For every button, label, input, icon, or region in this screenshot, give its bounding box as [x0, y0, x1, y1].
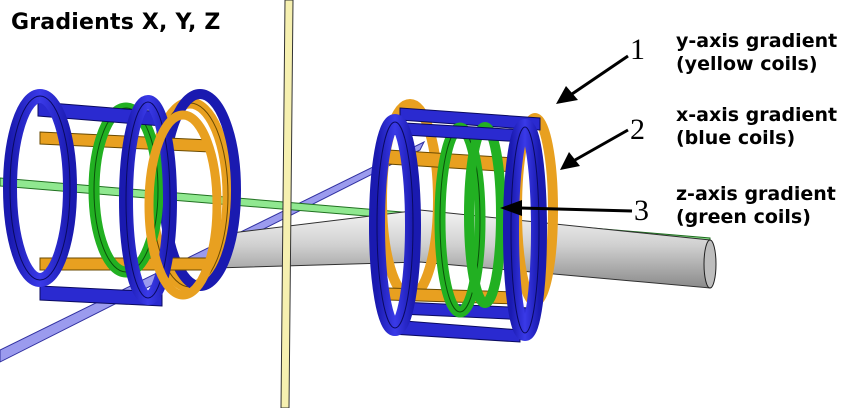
callout-label-x-axis: x-axis gradient (blue coils): [676, 104, 837, 150]
callout-arrow-1: [556, 54, 629, 104]
left-coil-assembly: [3, 89, 241, 307]
callout-label-z-axis: z-axis gradient (green coils): [676, 183, 836, 229]
callout-label-x-axis-line2: (blue coils): [676, 127, 796, 149]
right-coil-assembly: [369, 99, 558, 343]
y-axis-rod: [280, 0, 294, 409]
callout-arrow-2: [560, 128, 629, 170]
diagram-title: Gradients X, Y, Z: [11, 10, 221, 35]
callout-arrow-3: [500, 200, 633, 216]
callout-label-y-axis-line2: (yellow coils): [676, 53, 818, 75]
callout-number-2: 2: [630, 113, 645, 146]
callout-number-1: 1: [630, 33, 645, 66]
callout-label-y-axis: y-axis gradient (yellow coils): [676, 30, 837, 76]
callout-label-x-axis-line1: x-axis gradient: [676, 104, 838, 126]
callout-number-3: 3: [634, 194, 649, 227]
callout-label-y-axis-line1: y-axis gradient: [676, 30, 838, 52]
callout-label-z-axis-line1: z-axis gradient: [676, 183, 836, 205]
callout-label-z-axis-line2: (green coils): [676, 206, 811, 228]
